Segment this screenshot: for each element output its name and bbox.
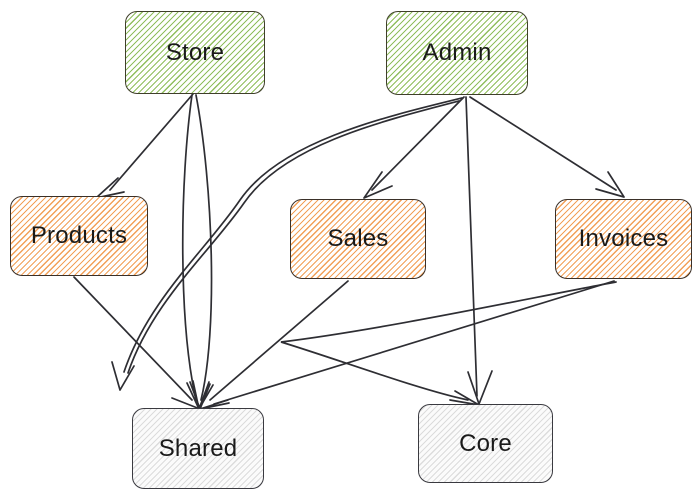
edge-sales-shared [199, 280, 349, 410]
edge-admin-core [465, 96, 493, 405]
node-invoices[interactable]: Invoices [555, 199, 692, 279]
node-products-label: Products [30, 222, 128, 249]
node-admin-label: Admin [422, 39, 492, 66]
node-products[interactable]: Products [10, 196, 148, 276]
edge-admin-products [111, 97, 463, 391]
node-sales-label: Sales [327, 225, 389, 252]
node-invoices-label: Invoices [578, 225, 669, 252]
node-core-label: Core [459, 429, 512, 457]
edge-products-shared [73, 276, 201, 410]
node-shared-label: Shared [158, 434, 238, 462]
edge-invoices-core [280, 281, 617, 406]
node-core[interactable]: Core [418, 404, 553, 483]
node-store[interactable]: Store [125, 11, 265, 94]
edge-store-products [95, 93, 194, 199]
edge-admin-invoices [469, 96, 625, 198]
node-store-label: Store [165, 38, 225, 66]
node-admin[interactable]: Admin [386, 11, 528, 95]
edge-invoices-shared [199, 280, 615, 419]
edge-store-shared-b [192, 94, 214, 410]
node-sales[interactable]: Sales [290, 199, 426, 279]
edge-admin-sales [363, 96, 465, 199]
node-shared[interactable]: Shared [132, 408, 264, 489]
